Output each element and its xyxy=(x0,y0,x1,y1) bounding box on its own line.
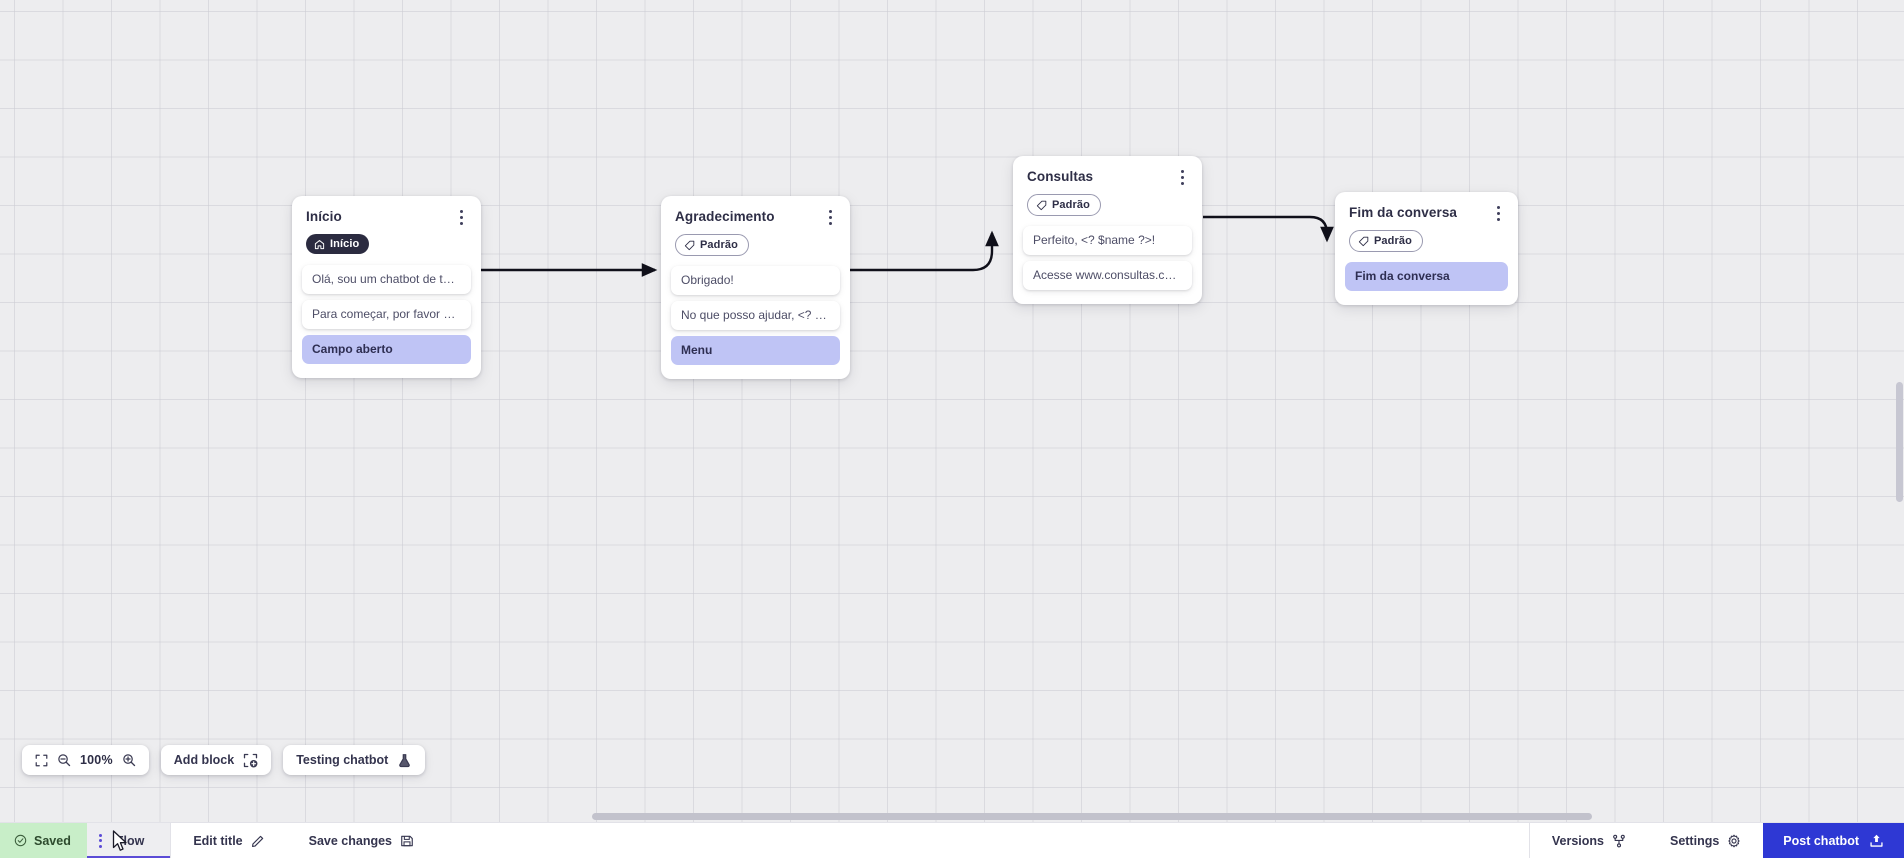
add-block-label: Add block xyxy=(173,753,235,767)
canvas-toolbar: 100% Add block xyxy=(22,745,426,775)
testing-chatbot-label: Testing chatbot xyxy=(296,753,389,767)
bottom-bar-left: Saved Flow Edit title Save changes xyxy=(0,823,436,858)
bottom-bar: Saved Flow Edit title Save changes xyxy=(0,822,1904,858)
post-chatbot-label: Post chatbot xyxy=(1783,833,1859,848)
node-badge-padrao[interactable]: Padrão xyxy=(675,234,749,256)
node-header: Agradecimento xyxy=(661,196,850,226)
kebab-menu-icon[interactable] xyxy=(98,833,102,848)
node-badge-row: Padrão xyxy=(1013,186,1202,226)
node-title: Agradecimento xyxy=(675,209,775,224)
connector-edges xyxy=(481,215,1334,277)
flow-canvas[interactable]: Início Início Olá, sou um chatbot de tes… xyxy=(0,0,1904,822)
horizontal-scrollbar-thumb[interactable] xyxy=(592,813,1592,820)
node-menu-button[interactable] xyxy=(1490,204,1506,222)
node-slot[interactable]: Para começar, por favor digite o ... xyxy=(302,299,471,329)
node-menu-button[interactable] xyxy=(822,208,838,226)
tag-icon xyxy=(1358,236,1369,246)
zoom-level-label: 100% xyxy=(80,753,113,767)
edge-agradecimento-to-consultas xyxy=(850,230,999,272)
settings-button[interactable]: Settings xyxy=(1648,823,1763,858)
flow-node-consultas[interactable]: Consultas Padrão Perfeito, <? $name ?>! … xyxy=(1013,156,1202,304)
settings-label: Settings xyxy=(1669,833,1720,848)
floppy-disk-icon xyxy=(400,834,414,848)
horizontal-scrollbar[interactable] xyxy=(0,812,1904,822)
pencil-icon xyxy=(251,834,265,848)
node-slot[interactable]: Olá, sou um chatbot de teste! xyxy=(302,264,471,294)
node-badge-row: Padrão xyxy=(1335,222,1518,262)
node-badge-label: Padrão xyxy=(1374,235,1412,247)
home-icon xyxy=(314,239,325,249)
versions-button[interactable]: Versions xyxy=(1528,823,1648,858)
tag-icon xyxy=(684,240,695,250)
node-title: Início xyxy=(306,209,342,224)
node-badge-inicio[interactable]: Início xyxy=(306,234,370,254)
bottom-bar-right: Versions Settings xyxy=(1528,823,1904,858)
edit-title-label: Edit title xyxy=(193,833,243,848)
node-menu-button[interactable] xyxy=(1174,168,1190,186)
flask-icon xyxy=(397,753,412,768)
tag-icon xyxy=(1036,200,1047,210)
status-badge-saved: Saved xyxy=(0,823,87,858)
upload-icon xyxy=(1869,833,1884,848)
check-circle-icon xyxy=(14,834,27,847)
fit-screen-icon[interactable] xyxy=(35,754,48,767)
node-header: Fim da conversa xyxy=(1335,192,1518,222)
tab-flow-label: Flow xyxy=(115,833,145,848)
add-block-icon xyxy=(243,753,258,768)
node-badge-label: Início xyxy=(330,238,360,250)
vertical-scrollbar-thumb[interactable] xyxy=(1896,382,1903,502)
zoom-in-icon[interactable] xyxy=(122,753,136,767)
flow-node-inicio[interactable]: Início Início Olá, sou um chatbot de tes… xyxy=(292,196,481,378)
node-slot-accent[interactable]: Fim da conversa xyxy=(1345,262,1508,291)
node-badge-row: Padrão xyxy=(661,226,850,266)
node-badge-row: Início xyxy=(292,226,481,265)
node-menu-button[interactable] xyxy=(453,208,469,226)
zoom-controls[interactable]: 100% xyxy=(22,745,149,775)
node-title: Fim da conversa xyxy=(1349,205,1458,220)
testing-chatbot-button[interactable]: Testing chatbot xyxy=(283,745,426,775)
gear-icon xyxy=(1727,834,1741,848)
flow-node-agradecimento[interactable]: Agradecimento Padrão Obrigado! No que po… xyxy=(661,196,850,379)
node-slot-accent[interactable]: Campo aberto xyxy=(302,334,471,364)
node-badge-label: Padrão xyxy=(700,239,738,251)
node-badge-padrao[interactable]: Padrão xyxy=(1349,230,1423,252)
tab-flow[interactable]: Flow xyxy=(86,823,172,858)
node-badge-label: Padrão xyxy=(1052,199,1090,211)
versions-label: Versions xyxy=(1551,833,1604,848)
flow-node-fim-da-conversa[interactable]: Fim da conversa Padrão Fim da conversa xyxy=(1335,192,1518,305)
node-slot-accent[interactable]: Menu xyxy=(671,336,840,365)
node-title: Consultas xyxy=(1027,169,1094,184)
save-changes-label: Save changes xyxy=(308,833,393,848)
node-slot[interactable]: Perfeito, <? $name ?>! xyxy=(1023,226,1192,255)
add-block-button[interactable]: Add block xyxy=(160,745,272,775)
edit-title-button[interactable]: Edit title xyxy=(171,823,286,858)
node-header: Início xyxy=(292,196,481,226)
saved-label: Saved xyxy=(34,833,71,848)
branch-icon xyxy=(1612,834,1626,848)
node-slot[interactable]: No que posso ajudar, <? $name ... xyxy=(671,301,840,330)
post-chatbot-button[interactable]: Post chatbot xyxy=(1763,823,1904,858)
node-header: Consultas xyxy=(1013,156,1202,186)
zoom-out-icon[interactable] xyxy=(57,753,71,767)
edge-consultas-to-fim xyxy=(1203,215,1334,243)
node-slot[interactable]: Obrigado! xyxy=(671,266,840,295)
save-changes-button[interactable]: Save changes xyxy=(287,823,436,858)
node-badge-padrao[interactable]: Padrão xyxy=(1027,194,1101,216)
node-slot[interactable]: Acesse www.consultas.com par... xyxy=(1023,261,1192,290)
vertical-scrollbar[interactable] xyxy=(1894,0,1904,822)
